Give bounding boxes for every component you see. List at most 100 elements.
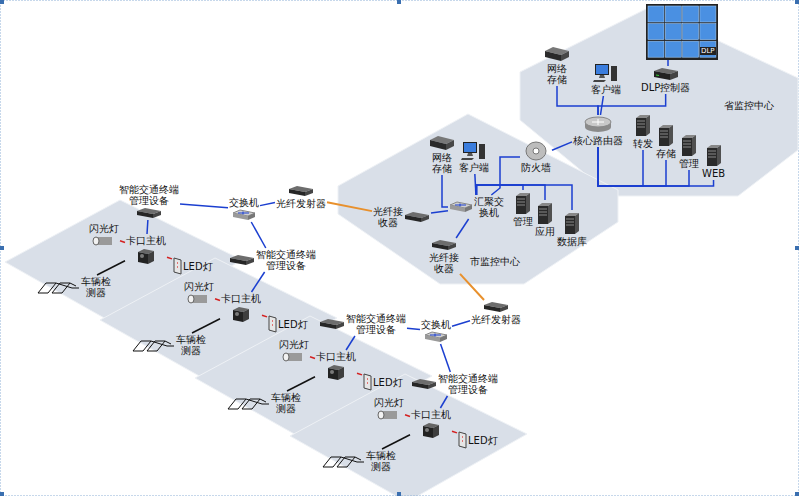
- shape: [153, 211, 161, 218]
- shape: [463, 142, 477, 153]
- cam-icon: [326, 363, 346, 381]
- device-label: 防火墙: [521, 162, 551, 173]
- device-node: 闪光灯: [373, 396, 405, 422]
- server-icon: [634, 113, 652, 137]
- shape: [93, 237, 99, 245]
- shape: [338, 367, 344, 380]
- device-label: 卡口主机: [221, 293, 261, 304]
- shape: [682, 138, 692, 156]
- shape: [233, 213, 248, 220]
- cam-icon: [136, 247, 156, 265]
- device-label: 车辆检测器: [271, 392, 301, 414]
- network-link: [382, 435, 410, 449]
- shape: [364, 374, 371, 390]
- network-link: [310, 357, 315, 359]
- device-node: 应用: [534, 200, 556, 238]
- device-label: 光纤接收器: [429, 252, 459, 274]
- shape: [565, 216, 575, 234]
- switch-icon: [449, 201, 473, 213]
- shape: [665, 24, 681, 40]
- shape: [700, 24, 716, 40]
- network-link: [441, 344, 451, 372]
- device-node: 闪光灯: [183, 280, 215, 306]
- network-link: [252, 272, 265, 292]
- shape: [683, 41, 699, 57]
- shape: [636, 118, 646, 136]
- device-node: 光纤接收器: [428, 238, 460, 275]
- frame-handle: [795, 0, 799, 4]
- network-link: [452, 431, 457, 433]
- shape: [246, 399, 269, 404]
- frame-handle: [397, 0, 401, 4]
- box-icon: [288, 185, 314, 197]
- frame-handle: [795, 246, 799, 250]
- network-link: [260, 202, 275, 205]
- device-label: 转发: [633, 138, 653, 149]
- shape: [430, 334, 441, 337]
- device-node: 转发: [632, 112, 654, 150]
- logo-label: DLP: [700, 47, 716, 55]
- shape: [323, 457, 355, 467]
- shape: [464, 143, 476, 152]
- device-node: 智能交通终端管理设备: [410, 372, 499, 396]
- device-node: 存储: [655, 122, 677, 160]
- shape: [479, 144, 485, 159]
- storage-icon: [429, 135, 455, 151]
- device-label: 核心路由器: [573, 135, 623, 146]
- device-node: 车辆检测器: [320, 449, 397, 473]
- shape: [538, 206, 548, 224]
- pc-icon: [593, 63, 619, 83]
- coil-icon: [36, 277, 80, 297]
- device-label: WEB: [702, 168, 725, 179]
- device-node: 智能交通终端管理设备: [228, 248, 317, 272]
- device-node: 数据库: [556, 210, 588, 248]
- device-label: 光纤发射器: [276, 198, 326, 209]
- device-label: 闪光灯: [279, 339, 309, 350]
- shape: [646, 115, 650, 136]
- device-node: 卡口主机: [315, 350, 357, 382]
- device-label: 数据库: [557, 236, 587, 247]
- device-node: 客户端: [590, 62, 622, 96]
- device-node: 交换机: [228, 196, 260, 222]
- device-node: 客户端: [458, 140, 490, 174]
- shape: [683, 141, 691, 147]
- shape: [405, 215, 421, 222]
- shape: [611, 66, 617, 81]
- shape: [599, 75, 605, 78]
- device-label: 闪光灯: [184, 281, 214, 292]
- shape: [336, 322, 344, 329]
- server-icon: [705, 143, 723, 167]
- shape: [289, 189, 305, 196]
- shape: [561, 51, 569, 61]
- shape: [526, 193, 530, 214]
- shape: [660, 131, 668, 137]
- box-icon: [483, 301, 509, 313]
- shape: [238, 212, 249, 215]
- shape: [500, 305, 508, 312]
- device-node: 交换机: [420, 318, 452, 344]
- device-label: 智能交通终端管理设备: [438, 373, 498, 395]
- region-label-holder: 市监控中心: [470, 256, 520, 267]
- device-node: 核心路由器: [572, 115, 624, 147]
- network-link: [346, 336, 355, 350]
- box-icon: [229, 254, 255, 266]
- shape: [654, 71, 670, 80]
- shape: [433, 425, 439, 438]
- shape: [320, 322, 336, 329]
- device-label: 管理: [679, 158, 699, 169]
- device-node: 网络存储: [543, 45, 571, 86]
- shape: [425, 335, 440, 342]
- device-label: DLP控制器: [641, 82, 690, 93]
- shape: [593, 80, 606, 82]
- shape: [539, 209, 547, 215]
- shape: [56, 283, 79, 288]
- device-label: 存储: [656, 148, 676, 159]
- coil-icon: [226, 393, 270, 413]
- shape: [140, 254, 144, 258]
- device-node: 网络存储: [428, 134, 456, 175]
- device-node: 车辆检测器: [225, 391, 302, 415]
- box-icon: [411, 378, 437, 390]
- shape: [138, 252, 148, 264]
- shape: [548, 203, 552, 224]
